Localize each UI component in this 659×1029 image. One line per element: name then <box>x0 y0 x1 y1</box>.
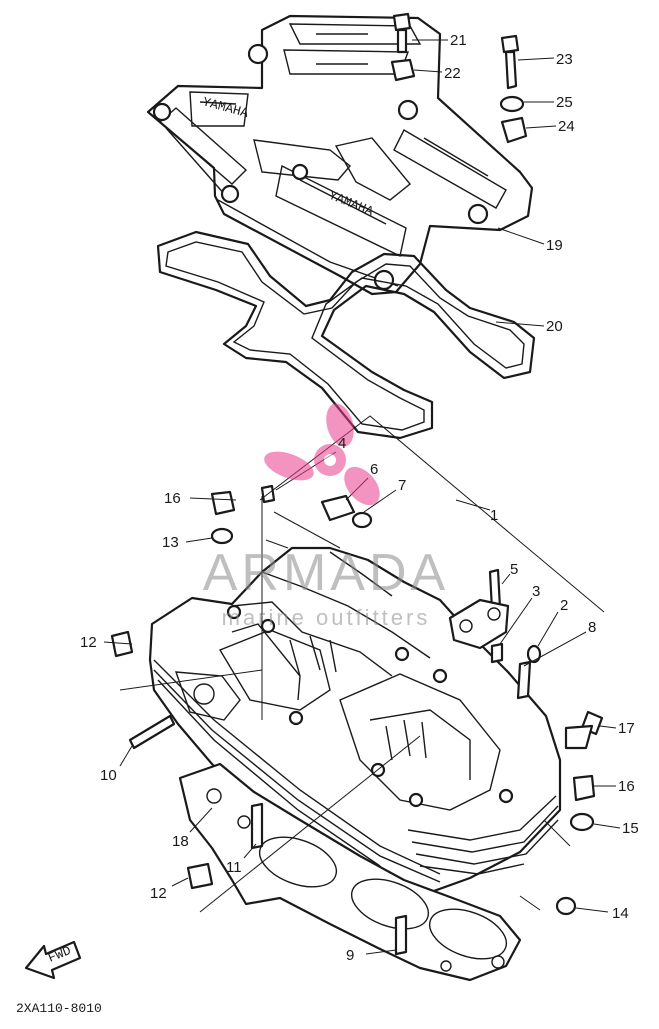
callout-16-top: 16 <box>164 490 181 507</box>
damper-22 <box>390 58 416 82</box>
plug-6 <box>320 494 356 522</box>
diagram-code: 2XA110-8010 <box>16 1001 102 1016</box>
callout-15: 15 <box>622 820 639 837</box>
bolt-23 <box>500 34 520 90</box>
callout-24: 24 <box>558 118 575 135</box>
callout-9: 9 <box>346 947 354 964</box>
cylinder-head-cover: YAMAHA YAMAHA <box>146 14 534 296</box>
callout-6: 6 <box>370 461 378 478</box>
propeller-logo-icon <box>264 403 380 506</box>
cap-12-upper <box>110 630 134 658</box>
callout-11: 11 <box>226 859 242 876</box>
watermark-brand: ARMADA <box>203 544 449 602</box>
callout-13: 13 <box>162 534 179 551</box>
callout-21: 21 <box>450 32 467 49</box>
callout-3: 3 <box>532 583 540 600</box>
callout-12-lower: 12 <box>150 885 167 902</box>
callout-2: 2 <box>560 597 568 614</box>
o-ring-7 <box>351 511 373 529</box>
dowel-3 <box>490 642 504 664</box>
callout-14: 14 <box>612 905 629 922</box>
callout-7: 7 <box>398 477 406 494</box>
callout-22: 22 <box>444 65 461 82</box>
stud-bolt-10 <box>128 714 176 750</box>
washer-13 <box>210 527 234 545</box>
callout-5: 5 <box>510 561 518 578</box>
washer-25 <box>499 95 525 113</box>
fwd-arrow-icon: FWD <box>24 940 82 980</box>
cap-nut-16-right <box>572 774 596 802</box>
callout-10: 10 <box>100 767 117 784</box>
stud-11 <box>250 802 264 850</box>
camshaft-cap <box>448 598 510 650</box>
callout-23: 23 <box>556 51 573 68</box>
callout-1: 1 <box>490 507 498 524</box>
callout-17: 17 <box>618 720 635 737</box>
callout-8: 8 <box>588 619 596 636</box>
callout-20: 20 <box>546 318 563 335</box>
stud-8 <box>516 660 532 700</box>
head-cover-gasket <box>156 230 536 440</box>
callout-labels: 21 22 23 25 24 19 20 4 6 7 1 16 13 5 3 2… <box>80 32 639 964</box>
seal-2 <box>526 644 542 664</box>
callout-16-right: 16 <box>618 778 635 795</box>
callout-18: 18 <box>172 833 189 850</box>
callout-4: 4 <box>338 435 346 452</box>
plug-14 <box>555 896 577 916</box>
spark-plug-17 <box>564 710 604 750</box>
callout-25: 25 <box>556 94 573 111</box>
armada-watermark: ARMADA marine outfitters <box>203 403 449 630</box>
cap-12-lower <box>186 862 214 890</box>
stud-9 <box>394 914 408 956</box>
damper-24 <box>500 116 528 144</box>
bolt-21 <box>392 12 412 54</box>
cap-nut-16-top <box>210 490 236 516</box>
callout-12-upper: 12 <box>80 634 97 651</box>
callout-19: 19 <box>546 237 563 254</box>
watermark-tagline: marine outfitters <box>222 605 431 630</box>
washer-15 <box>569 812 595 832</box>
